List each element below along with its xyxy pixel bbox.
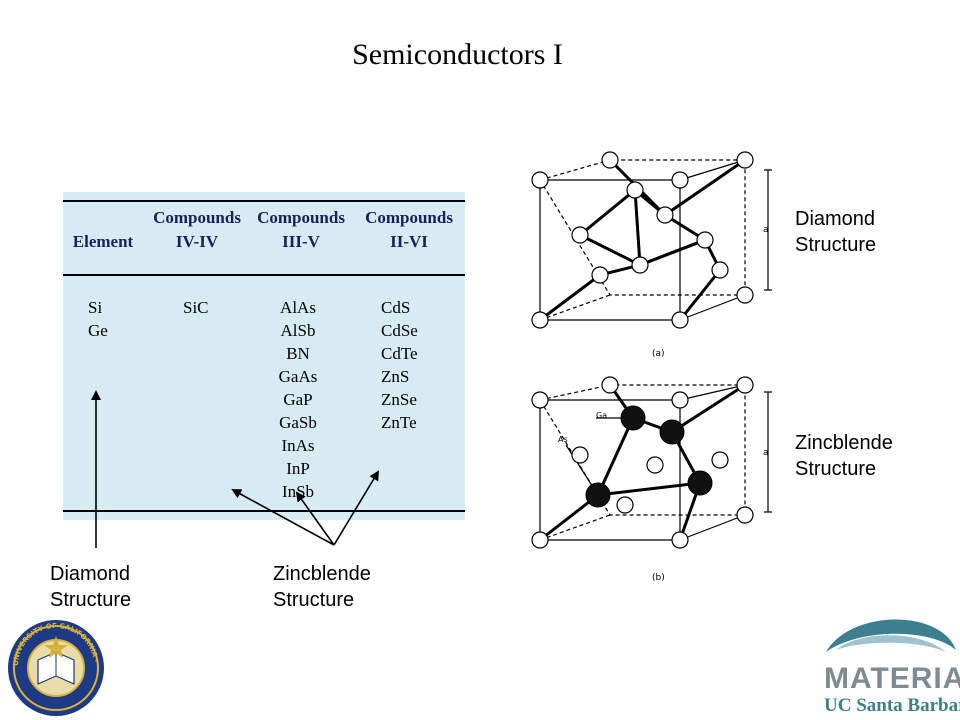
- zincblende-annotation-label: Zincblende Structure: [273, 563, 371, 611]
- table-top-rule: [63, 200, 465, 202]
- table-cell: GaSb: [279, 413, 317, 432]
- materials-wordmark: MATERIALS: [824, 662, 960, 695]
- ucsb-wordmark: UC Santa Barbara: [824, 695, 960, 716]
- column-iv-iv: SiC: [183, 296, 209, 319]
- header-ii-vi: Compounds II-VI: [365, 208, 453, 251]
- table-cell: Ge: [88, 321, 108, 340]
- zincblende-figure-label: Zincblende Structure: [795, 432, 893, 480]
- as-atom-label: As: [558, 435, 568, 444]
- ga-atom-label: Ga: [596, 411, 607, 420]
- table-cell: AlAs: [280, 298, 316, 317]
- diamond-figure-label: Diamond Structure: [795, 208, 877, 256]
- table-cell: ZnS: [381, 367, 410, 386]
- table-cell: CdSe: [381, 321, 418, 340]
- header-iii-v: Compounds III-V: [257, 208, 345, 251]
- column-ii-vi: CdS CdSe CdTe ZnS ZnSe ZnTe: [381, 296, 418, 434]
- diamond-axis-letter: a: [763, 225, 769, 235]
- column-iii-v: AlAs AlSb BN GaAs GaP GaSb InAs InP InSb: [266, 296, 330, 503]
- diamond-annotation-label: Diamond Structure: [50, 563, 132, 611]
- slide-title: Semiconductors I: [352, 38, 563, 71]
- table-cell: Si: [88, 298, 103, 317]
- diamond-caption: (a): [652, 349, 665, 359]
- table-cell: InAs: [281, 436, 315, 455]
- table-cell: BN: [286, 344, 310, 363]
- table-cell: ZnSe: [381, 390, 417, 409]
- zincblende-caption: (b): [652, 573, 665, 583]
- semiconductor-table: Element Compounds IV-IV Compounds III-V …: [63, 192, 465, 520]
- zincblende-axis-letter: a: [763, 448, 769, 458]
- header-iv-iv: Compounds IV-IV: [153, 208, 241, 251]
- table-cell: InP: [286, 459, 310, 478]
- table-cell: SiC: [183, 298, 209, 317]
- table-cell: CdTe: [381, 344, 418, 363]
- column-element: Si Ge: [88, 296, 108, 342]
- table-cell: AlSb: [280, 321, 316, 340]
- table-cell: GaAs: [278, 367, 318, 386]
- header-element: Element: [72, 232, 134, 251]
- table-cell: ZnTe: [381, 413, 417, 432]
- table-header-rule: [63, 274, 465, 276]
- table-cell: GaP: [283, 390, 313, 409]
- table-cell: CdS: [381, 298, 411, 317]
